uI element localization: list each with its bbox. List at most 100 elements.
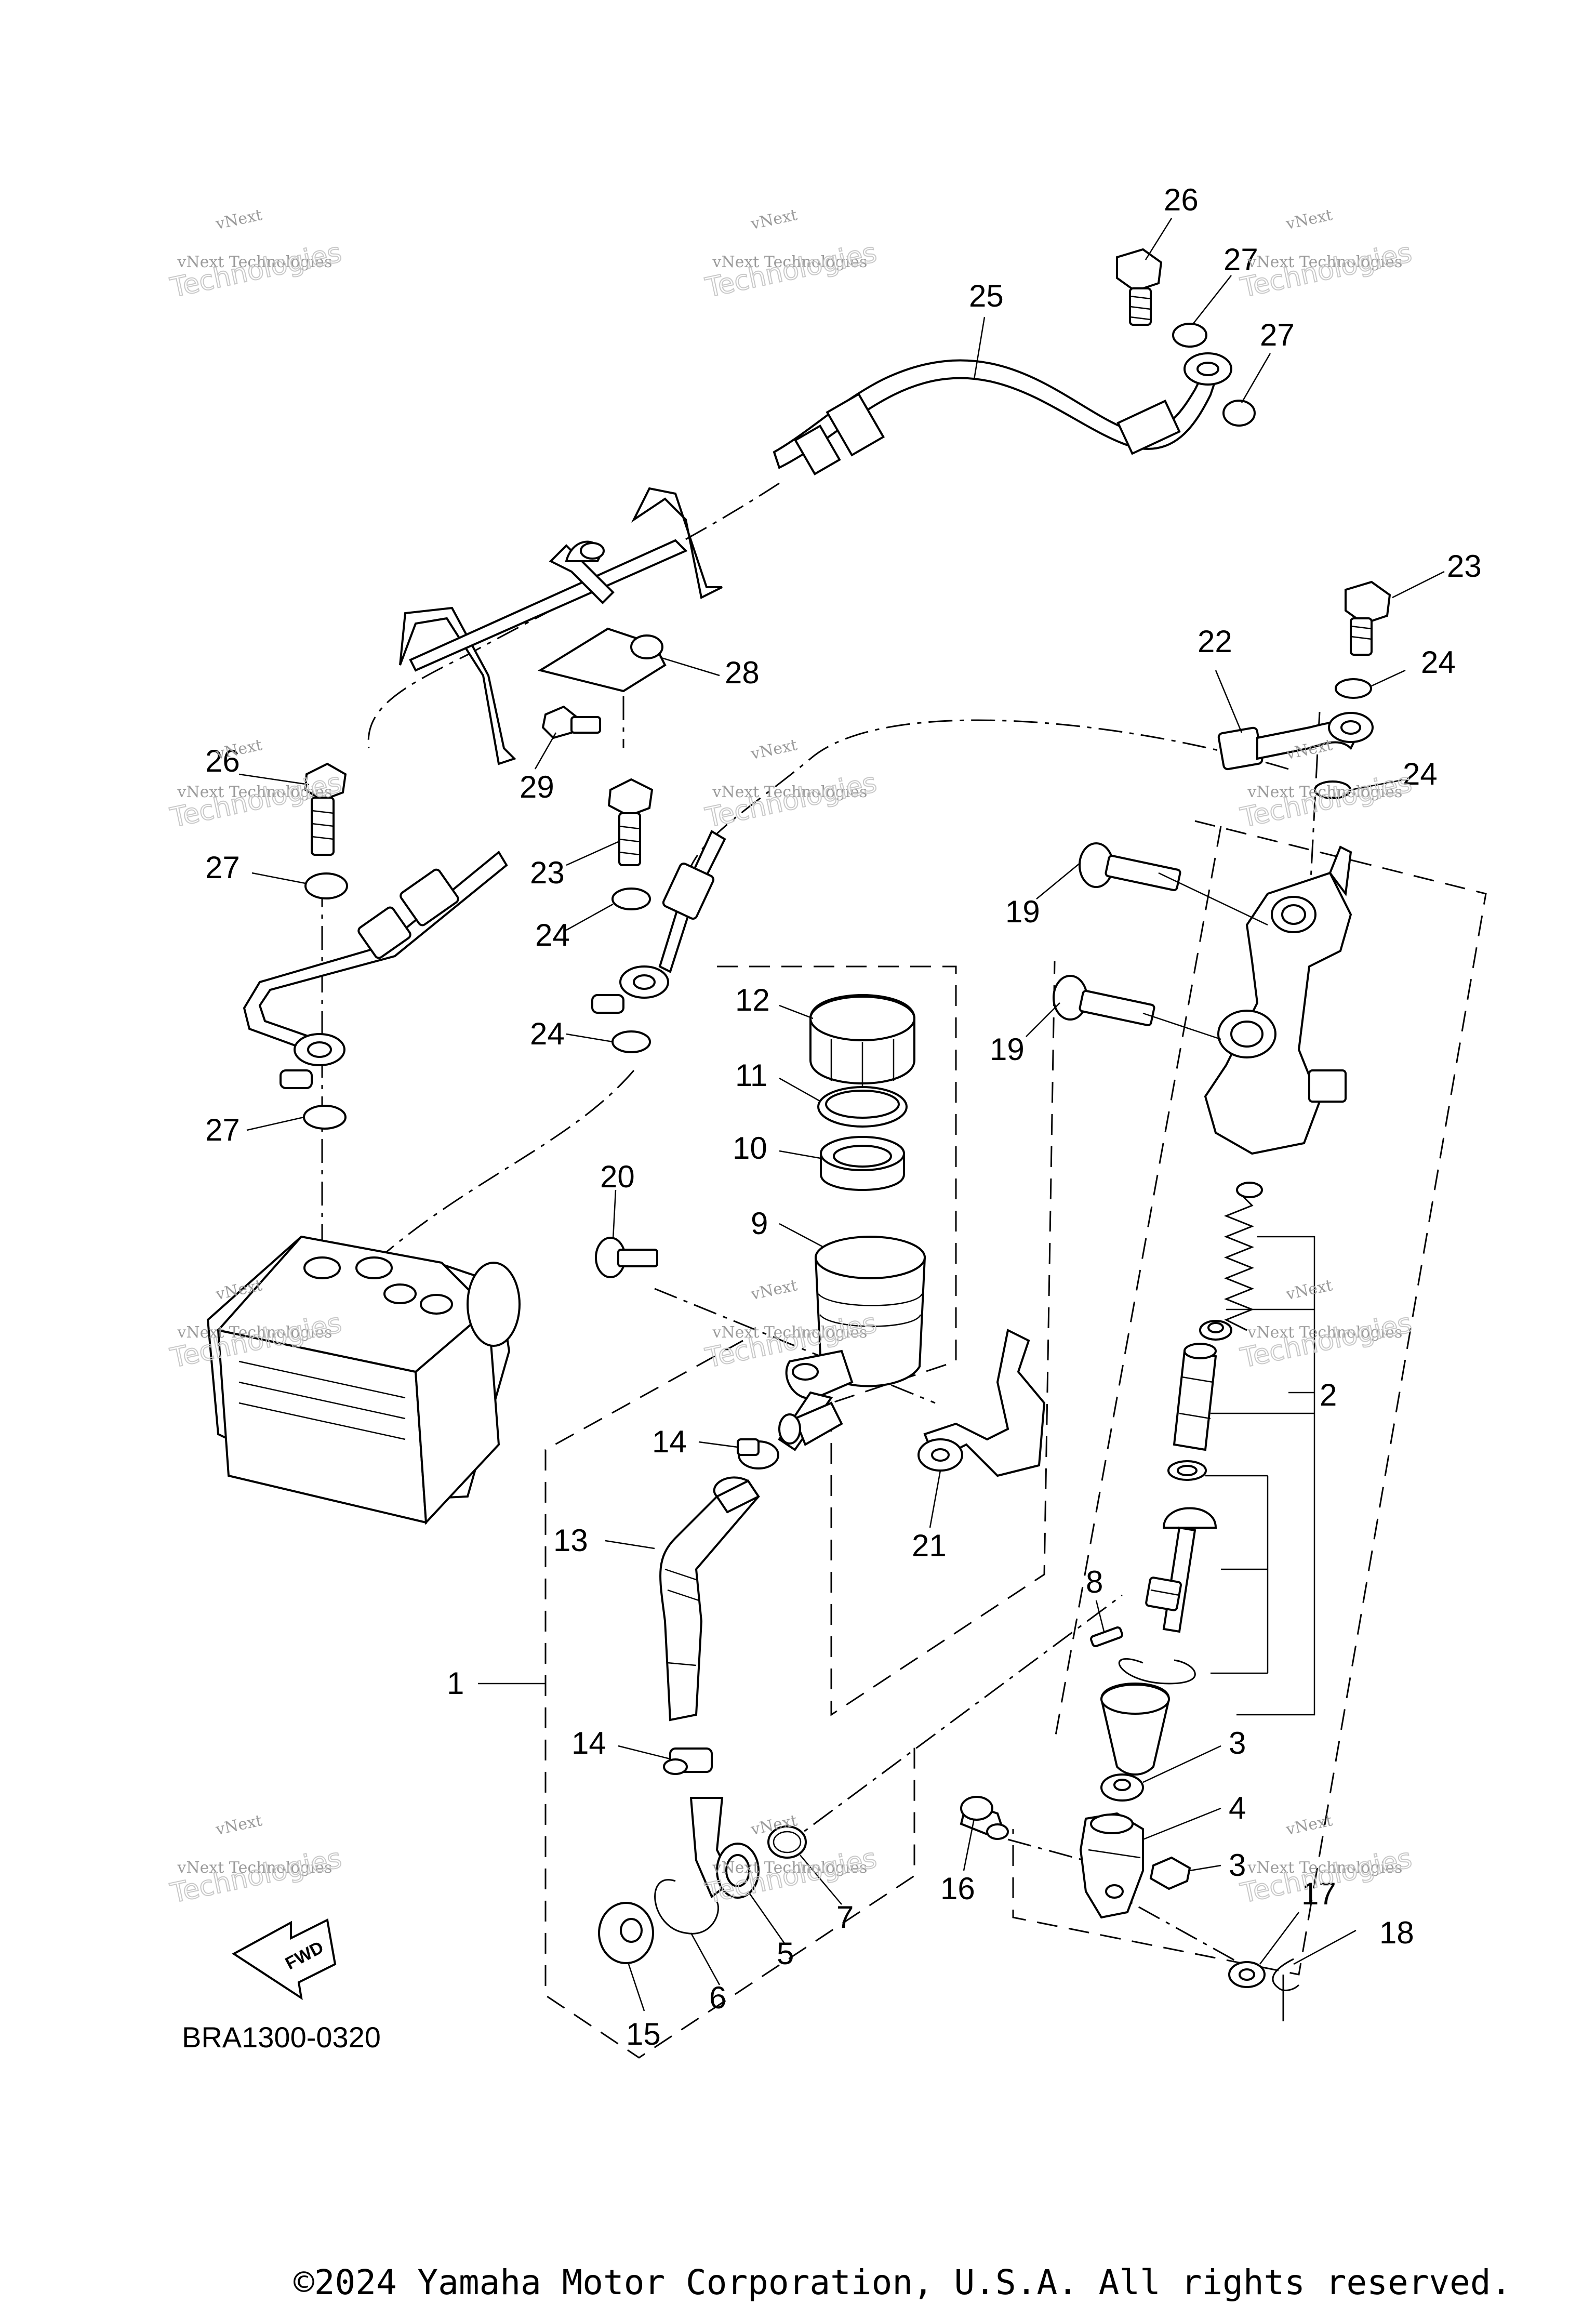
bolt-19-lower — [1053, 975, 1155, 1027]
callout-17: 17 — [1301, 1876, 1336, 1911]
nut-3-upper — [1100, 1773, 1144, 1802]
circlip-6 — [654, 1879, 719, 1935]
svg-text:vNext Technologies: vNext Technologies — [1247, 783, 1402, 801]
watermark: vNext vNext Technologies Technologies — [702, 206, 880, 304]
callout-6: 6 — [709, 1980, 726, 2015]
hose-guide-28 — [399, 487, 723, 765]
callout-5: 5 — [777, 1936, 794, 1971]
callout-labels: 26 27 27 25 23 24 24 22 28 29 26 27 27 2… — [205, 182, 1482, 2051]
svg-text:Technologies: Technologies — [1238, 1307, 1415, 1374]
clip-14-bottom — [663, 1747, 713, 1775]
diaphragm-plate-11 — [817, 1086, 908, 1128]
callout-12: 12 — [735, 983, 770, 1017]
bolt-29 — [541, 705, 601, 739]
callout-26: 26 — [205, 744, 240, 778]
push-rod — [1145, 1507, 1217, 1633]
callout-20: 20 — [600, 1159, 635, 1194]
callout-22: 22 — [1198, 624, 1232, 659]
callout-2: 2 — [1320, 1378, 1337, 1412]
center-lines — [321, 482, 1321, 1965]
washer-27-a — [1172, 323, 1207, 348]
pin-8 — [1090, 1626, 1123, 1647]
svg-text:vNext Technologies: vNext Technologies — [177, 1859, 332, 1877]
callout-14: 14 — [652, 1424, 687, 1459]
svg-text:vNext Technologies: vNext Technologies — [177, 1323, 332, 1342]
svg-text:vNext Technologies: vNext Technologies — [1247, 253, 1402, 271]
svg-text:Technologies: Technologies — [1238, 237, 1415, 303]
union-bolt-26-top — [1116, 248, 1163, 326]
svg-text:vNext: vNext — [1284, 206, 1334, 233]
svg-text:vNext Technologies: vNext Technologies — [1247, 1323, 1402, 1342]
callout-1: 1 — [447, 1666, 464, 1701]
svg-text:vNext: vNext — [749, 736, 799, 763]
callout-16: 16 — [940, 1871, 975, 1906]
union-bolt-26-left — [304, 762, 347, 856]
union-bolt-23-right — [1345, 580, 1391, 656]
dust-seal-15 — [598, 1902, 654, 1964]
copyright-notice: ©2024 Yamaha Motor Corporation, U.S.A. A… — [294, 2262, 1511, 2302]
callout-19: 19 — [990, 1032, 1025, 1067]
svg-text:Technologies: Technologies — [168, 1843, 344, 1909]
circlip-ring — [1118, 1658, 1196, 1685]
washer-24-a — [1335, 678, 1372, 699]
callout-19: 19 — [1005, 894, 1040, 929]
callout-27: 27 — [1223, 242, 1258, 277]
diaphragm-10 — [820, 1136, 905, 1191]
hose-joint-5 — [689, 1797, 760, 1899]
spring — [1223, 1182, 1263, 1331]
watermark: vNext vNext Technologies Technologies — [167, 206, 345, 304]
callout-10: 10 — [733, 1131, 767, 1166]
leader-lines — [238, 218, 1445, 2011]
washer-17 — [1228, 1961, 1266, 1988]
fwd-arrow-icon: FWD — [232, 1918, 337, 2001]
callout-24: 24 — [1403, 757, 1438, 791]
washer-27-b — [1222, 400, 1256, 427]
bolt-20 — [595, 1237, 658, 1278]
union-bolt-23-center — [607, 778, 654, 866]
bolt-19-upper — [1079, 842, 1181, 892]
brake-pipe-left — [243, 850, 508, 1089]
callout-3: 3 — [1229, 1726, 1246, 1760]
washer-27-d — [303, 1105, 347, 1130]
master-cylinder-body — [1204, 845, 1352, 1155]
diagram-code: BRA1300-0320 — [182, 2021, 381, 2054]
cup-seal — [1199, 1320, 1232, 1341]
callout-11: 11 — [735, 1058, 767, 1093]
callout-21: 21 — [912, 1528, 947, 1563]
abs-hydraulic-unit — [206, 1235, 521, 1525]
clip-14-top — [737, 1438, 779, 1469]
callout-13: 13 — [553, 1523, 588, 1558]
callout-23: 23 — [1447, 549, 1482, 584]
reservoir-cap-12 — [809, 994, 915, 1086]
callout-14: 14 — [571, 1726, 606, 1760]
joint-clevis-4 — [1079, 1812, 1144, 1919]
pin-16 — [960, 1796, 1009, 1840]
svg-text:vNext Technologies: vNext Technologies — [1247, 1859, 1402, 1877]
callout-9: 9 — [751, 1206, 768, 1241]
callout-27: 27 — [205, 1113, 240, 1147]
washer-24-b — [1314, 780, 1351, 799]
callout-24: 24 — [530, 1016, 565, 1051]
secondary-seal — [1167, 1460, 1207, 1481]
callout-24: 24 — [1421, 645, 1456, 680]
callout-27: 27 — [1260, 317, 1295, 352]
svg-text:vNext: vNext — [749, 206, 799, 233]
callout-26: 26 — [1164, 182, 1199, 217]
watermark: vNext vNext Technologies Technologies — [167, 1811, 345, 1910]
callout-7: 7 — [836, 1900, 854, 1935]
callout-18: 18 — [1379, 1915, 1414, 1950]
callout-15: 15 — [626, 2017, 661, 2051]
svg-text:vNext Technologies: vNext Technologies — [712, 1859, 867, 1877]
nut-3-lower — [1149, 1856, 1191, 1890]
svg-text:vNext Technologies: vNext Technologies — [177, 783, 332, 801]
svg-text:vNext Technologies: vNext Technologies — [712, 1323, 867, 1342]
callout-25: 25 — [969, 279, 1004, 313]
brake-hose-22 — [1217, 712, 1374, 771]
svg-text:vNext: vNext — [214, 1811, 263, 1839]
callout-27: 27 — [205, 850, 240, 885]
svg-text:vNext: vNext — [749, 1276, 799, 1304]
svg-text:vNext Technologies: vNext Technologies — [712, 783, 867, 801]
svg-text:vNext: vNext — [1284, 1811, 1334, 1839]
svg-text:vNext Technologies: vNext Technologies — [177, 253, 332, 271]
